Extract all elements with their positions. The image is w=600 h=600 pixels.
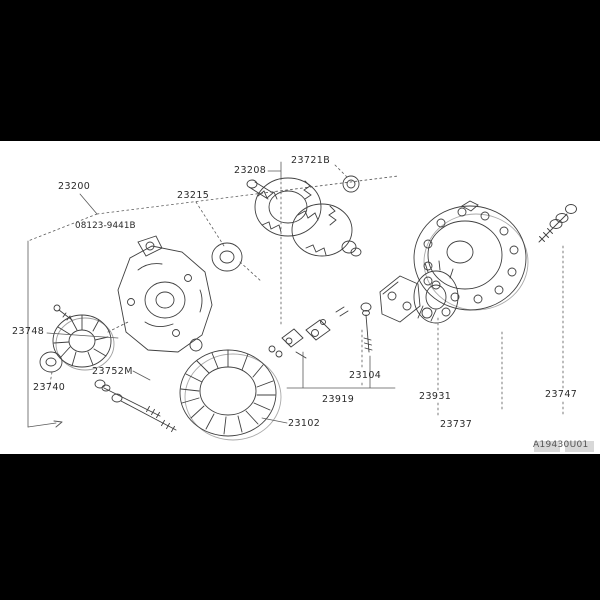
part-label-23208: 23208: [234, 165, 267, 176]
part-label-23215: 23215: [177, 190, 210, 201]
assembly-leader-lines: [27, 175, 399, 428]
letterbox-bottom-bar: [0, 454, 600, 600]
through-bolt-drawing: [360, 302, 373, 353]
figure-code: A19430U01: [533, 440, 589, 450]
part-label-23919: 23919: [322, 394, 355, 405]
code-highlight-box: [534, 441, 560, 452]
brush-parts-drawing: [268, 306, 349, 359]
letterbox-top-bar: [0, 0, 600, 141]
part-label-bolt-08123-9441B: 08123-9441B: [75, 221, 136, 231]
part-label-23740: 23740: [33, 382, 66, 393]
front-cover-drawing: [117, 235, 213, 353]
front-bearing-drawing: [211, 242, 243, 272]
leader-lines: [46, 161, 564, 424]
part-label-23200: 23200: [58, 181, 91, 192]
rear-bearing-drawing: [342, 175, 360, 193]
code-highlight-box: [565, 441, 594, 452]
small-screw-drawing: [53, 304, 73, 321]
part-label-23721B: 23721B: [291, 155, 331, 166]
rear-cover-drawing: [413, 200, 529, 322]
part-label-23747: 23747: [545, 389, 578, 400]
part-label-23737: 23737: [440, 419, 473, 430]
part-label-23752M: 23752M: [92, 366, 133, 377]
stator-drawing: [179, 349, 282, 441]
regulator-drawing: [379, 275, 421, 323]
pulley-drawing: [52, 314, 129, 371]
rectifier-drawing: [413, 260, 459, 324]
washer-drawing: [39, 351, 63, 373]
part-label-23104: 23104: [349, 370, 382, 381]
long-bolts-drawing: [94, 379, 177, 433]
top-right-bolt-drawing: [538, 204, 577, 243]
part-label-23102: 23102: [288, 418, 321, 429]
part-label-23931: 23931: [419, 391, 452, 402]
part-label-23748: 23748: [12, 326, 45, 337]
rotor-drawing: [246, 177, 362, 257]
